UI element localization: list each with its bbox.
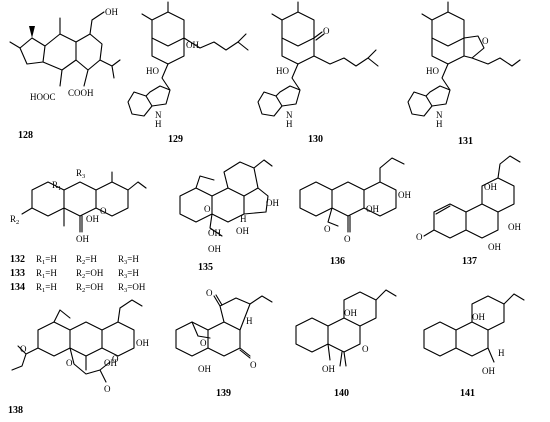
table-num-133: 133 xyxy=(10,268,25,279)
atom-o-1: O xyxy=(20,344,27,354)
compound-number-129: 129 xyxy=(168,134,183,145)
atom-cooh-left: HOOC xyxy=(30,92,56,102)
table-row-132: R1=H xyxy=(36,254,57,266)
atom-oh-2: OH xyxy=(366,204,379,214)
compound-number-139: 139 xyxy=(216,388,231,399)
table-row-133: R1=H xyxy=(36,268,57,280)
atom-oh-1: OH xyxy=(484,182,497,192)
atom-oh-4: OH xyxy=(208,244,221,254)
table-num-134: 134 xyxy=(10,282,25,293)
atom-oh: OH xyxy=(198,364,211,374)
structure-131: O HO N H xyxy=(407,1,521,129)
structure-130: O HO N H xyxy=(257,1,379,129)
atom-o: O xyxy=(482,36,489,46)
atom-r3: R3 xyxy=(76,168,85,180)
compound-number-141: 141 xyxy=(460,388,475,399)
atom-ho: HO xyxy=(276,66,289,76)
atom-o-1: O xyxy=(206,288,213,298)
atom-h: H xyxy=(246,316,253,326)
structure-129: OH HO N H xyxy=(127,1,249,129)
structure-139: O O O OH H xyxy=(175,288,273,374)
atom-nh-h: H xyxy=(155,119,162,129)
atom-oh-3: OH xyxy=(208,228,221,238)
compound-number-137: 137 xyxy=(462,256,477,267)
atom-nh: N xyxy=(286,110,293,120)
atom-nh-h: H xyxy=(286,119,293,129)
atom-nh: N xyxy=(155,110,162,120)
atom-o-3: O xyxy=(250,360,257,370)
structure-132: R3 R1 R2 OH O OH xyxy=(10,168,147,244)
atom-h: H xyxy=(498,348,505,358)
structure-135: O OH OH OH OH H xyxy=(179,159,279,254)
atom-cooh-right: COOH xyxy=(68,88,94,98)
structure-136: OH OH O O xyxy=(299,157,411,244)
structure-138: O O O O OH OH xyxy=(11,299,149,394)
atom-r1: R1 xyxy=(52,180,61,192)
atom-o-3: O xyxy=(112,354,119,364)
compound-number-135: 135 xyxy=(198,262,213,273)
compound-number-131: 131 xyxy=(458,136,473,147)
atom-oh-2: OH xyxy=(104,358,117,368)
svg-text:R2=OH: R2=OH xyxy=(76,282,104,294)
svg-text:R3=OH: R3=OH xyxy=(118,282,146,294)
atom-r2: R2 xyxy=(10,214,19,226)
structure-128: OH HOOC COOH xyxy=(9,7,121,102)
atom-o: O xyxy=(204,204,211,214)
atom-ho: HO xyxy=(426,66,439,76)
compound-number-138: 138 xyxy=(8,405,23,416)
atom-oh-1: OH xyxy=(398,190,411,200)
svg-text:R2=H: R2=H xyxy=(76,254,97,266)
atom-oh-1: OH xyxy=(136,338,149,348)
atom-oh-1: OH xyxy=(86,214,99,224)
atom-o-2: O xyxy=(344,234,351,244)
atom-oh-2: OH xyxy=(76,234,89,244)
structure-137: O OH OH OH xyxy=(416,155,521,252)
atom-ho: HO xyxy=(146,66,159,76)
atom-o: O xyxy=(100,206,107,216)
atom-oh-3: OH xyxy=(488,242,501,252)
atom-oh-2: OH xyxy=(236,226,249,236)
atom-oh: OH xyxy=(186,40,199,50)
atom-h: H xyxy=(240,214,247,224)
structure-141: OH OH H xyxy=(423,293,525,376)
svg-text:R3=H: R3=H xyxy=(118,268,139,280)
atom-oh-1: OH xyxy=(472,312,485,322)
atom-o-2: O xyxy=(200,338,207,348)
atom-oh-1: OH xyxy=(344,308,357,318)
table-row-134: R1=H xyxy=(36,282,57,294)
atom-nh-h: H xyxy=(436,119,443,129)
svg-text:R3=H: R3=H xyxy=(118,254,139,266)
atom-o: O xyxy=(323,26,330,36)
compound-number-130: 130 xyxy=(308,134,323,145)
atom-o-4: O xyxy=(104,384,111,394)
atom-o-2: O xyxy=(66,358,73,368)
atom-nh: N xyxy=(436,110,443,120)
compound-number-136: 136 xyxy=(330,256,345,267)
structure-140: OH OH O xyxy=(295,289,397,374)
substituent-table: 132 R1=H R2=H R3=H 133 R1=H R2=OH R3=H 1… xyxy=(10,254,146,294)
atom-oh-2: OH xyxy=(508,222,521,232)
compound-number-128: 128 xyxy=(18,130,33,141)
atom-o: O xyxy=(362,344,369,354)
atom-oh-2: OH xyxy=(322,364,335,374)
table-num-132: 132 xyxy=(10,254,25,265)
atom-o: O xyxy=(416,232,423,242)
atom-o-1: O xyxy=(324,224,331,234)
atom-oh-2: OH xyxy=(482,366,495,376)
compound-number-140: 140 xyxy=(334,388,349,399)
atom-oh-1: OH xyxy=(266,198,279,208)
svg-text:R2=OH: R2=OH xyxy=(76,268,104,280)
atom-oh: OH xyxy=(105,7,118,17)
